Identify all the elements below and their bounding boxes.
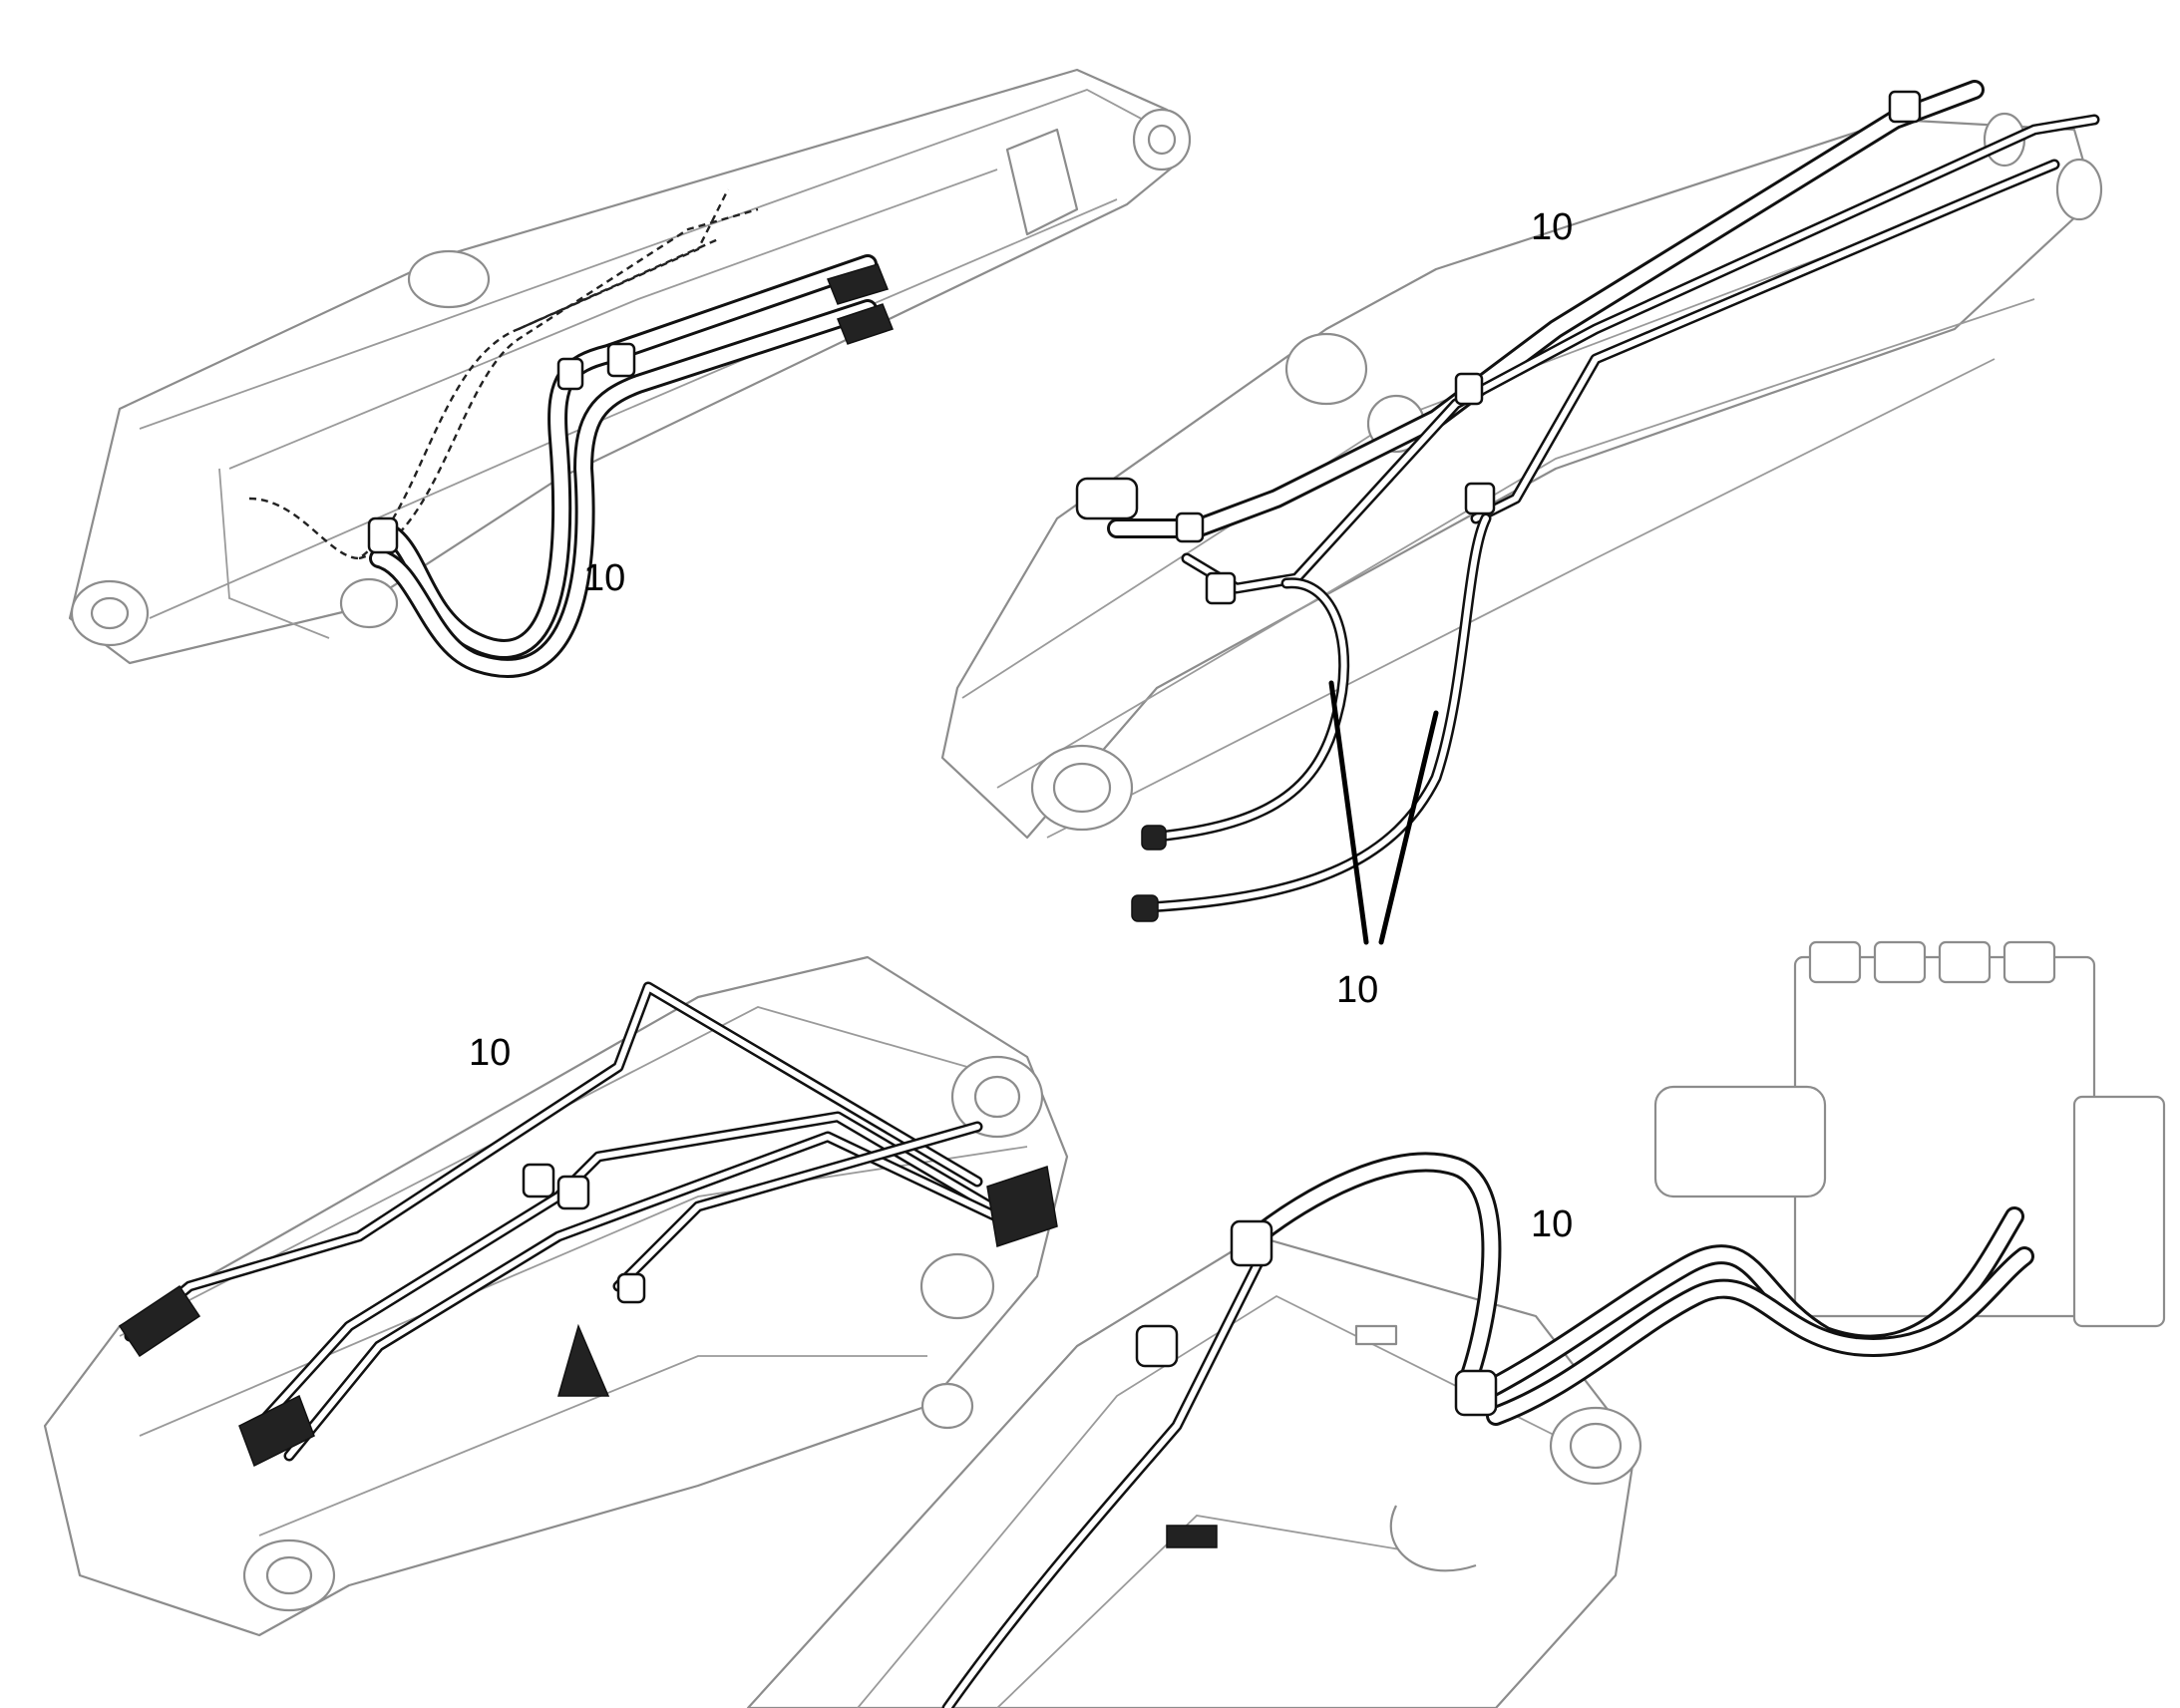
base-clamp-3 bbox=[1135, 1324, 1179, 1368]
boom2-pipe-inner-c bbox=[1473, 162, 2057, 521]
callout-bottom-left: 10 bbox=[469, 1032, 511, 1074]
hidden-hose-route-c bbox=[518, 188, 730, 331]
boom2-down-hose-inner-2 bbox=[1144, 515, 1489, 910]
boom-end-bracket bbox=[1005, 128, 1079, 236]
boom-pivot-eye-left-inner bbox=[90, 596, 130, 630]
valve-cap-4 bbox=[2002, 940, 2056, 984]
arm-top-face-line bbox=[119, 1006, 1038, 1337]
base-view-bottom-right bbox=[746, 940, 2166, 1708]
arm-clamp-3 bbox=[616, 1272, 646, 1304]
boom-view-top-right bbox=[940, 80, 2103, 945]
arm-pipe-inner-3 bbox=[286, 1134, 1020, 1459]
arm-fittings-left bbox=[118, 1284, 315, 1468]
base-frame bbox=[746, 1234, 1637, 1708]
boom2-clamp-1 bbox=[1205, 571, 1237, 605]
boom-inner-panel bbox=[228, 169, 998, 470]
arm-pipe-inner-4 bbox=[615, 1124, 980, 1289]
boom2-clamp-2 bbox=[1175, 512, 1205, 543]
base-plate-1 bbox=[1354, 1324, 1398, 1346]
base-hose-inner-3 bbox=[1489, 1249, 2031, 1423]
callout-bottom-right: 10 bbox=[1531, 1203, 1573, 1245]
base-inner-line bbox=[996, 1515, 1437, 1708]
callout-top-right-leader: 10 bbox=[1336, 969, 1378, 1011]
base-hose-inner-1 bbox=[1250, 1155, 1499, 1393]
base-clamp-2 bbox=[1454, 1369, 1498, 1417]
valve-manifold bbox=[1653, 1085, 1827, 1198]
boom2-hose-end-lower bbox=[1131, 894, 1159, 922]
base-clamp-1 bbox=[1230, 1219, 1273, 1267]
valve-block-end bbox=[2072, 1095, 2166, 1328]
boom-lower-edge bbox=[218, 468, 330, 639]
base-pipe-inner bbox=[944, 1243, 1270, 1708]
boom2-foot-pin-eye-inner bbox=[1052, 762, 1112, 814]
arm-view-bottom-left bbox=[43, 955, 1069, 1637]
boom2-side-face-line bbox=[996, 298, 2035, 789]
base-pivot-eye-inner bbox=[1569, 1422, 1623, 1470]
hose-clamp-2 bbox=[556, 357, 584, 391]
boom2-clamp-4 bbox=[1454, 372, 1484, 406]
arm-clamp-2 bbox=[556, 1175, 590, 1210]
callout-top-left: 10 bbox=[583, 557, 625, 599]
valve-cap-3 bbox=[1938, 940, 1992, 984]
valve-block-body bbox=[1793, 955, 2096, 1318]
boom2-lower-edge bbox=[1046, 358, 1996, 839]
boom-pivot-eye-right-inner bbox=[1147, 124, 1177, 156]
hose-clamp-1 bbox=[606, 342, 636, 378]
leader-line-2 bbox=[1378, 710, 1439, 945]
arm-boss-3 bbox=[920, 1382, 974, 1430]
hidden-hose-route-a bbox=[248, 237, 719, 560]
boom2-cylinder-lug-left bbox=[1284, 332, 1368, 406]
base-plate-2 bbox=[1166, 1525, 1218, 1548]
base-hose-inner-2 bbox=[1469, 1209, 2021, 1403]
boom-cylinder-lug bbox=[407, 249, 491, 309]
base-top-face-line bbox=[857, 1294, 1597, 1708]
boom-hose-inner-2 bbox=[372, 302, 875, 675]
boom2-clamp-top bbox=[1888, 90, 1922, 124]
boom2-down-hose-inner-1 bbox=[1144, 579, 1347, 841]
boom2-clamp-3 bbox=[1464, 482, 1496, 515]
base-return-loop bbox=[1389, 1505, 1477, 1572]
hose-clamp-3 bbox=[367, 516, 399, 554]
valve-cap-1 bbox=[1808, 940, 1862, 984]
boom-top-face-line bbox=[139, 89, 1163, 430]
boom2-pipe-bracket bbox=[1075, 477, 1139, 520]
boom-lower-lug bbox=[339, 577, 399, 629]
arm-lifting-eye-plate bbox=[557, 1323, 610, 1397]
arm-boss-2 bbox=[919, 1252, 995, 1320]
boom2-pipe-inner-b bbox=[1184, 117, 2097, 591]
leader-line-1 bbox=[1328, 680, 1369, 945]
boom2-hose-end-upper bbox=[1141, 825, 1167, 851]
arm-clamp-1 bbox=[522, 1163, 555, 1198]
boom2-nose-eye-1 bbox=[2055, 158, 2103, 221]
valve-cap-2 bbox=[1873, 940, 1927, 984]
arm-lower-face-line bbox=[258, 1355, 927, 1537]
arm-pivot-eye-inner bbox=[265, 1555, 313, 1595]
arm-boss-1-inner bbox=[973, 1075, 1021, 1119]
boom-body-top-right bbox=[940, 118, 2096, 840]
callout-top-right: 10 bbox=[1531, 206, 1573, 248]
arm-fittings-right bbox=[986, 1166, 1058, 1247]
hose-end-fittings-top-left bbox=[826, 263, 894, 345]
boom-view-top-left bbox=[68, 68, 1192, 678]
